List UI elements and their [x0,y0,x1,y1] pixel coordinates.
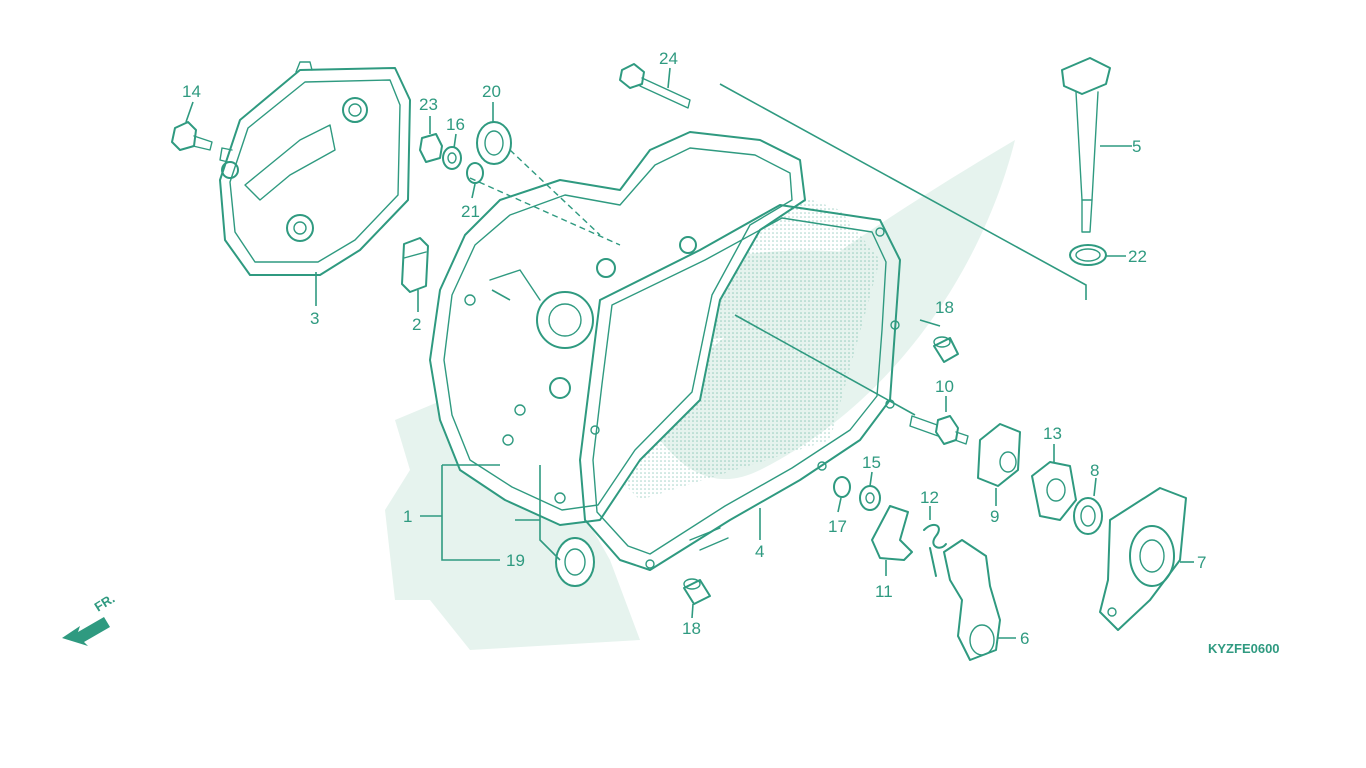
part-6-shift-arm [943,539,1001,661]
callout-4: 4 [755,542,764,561]
callout-8: 8 [1090,461,1099,480]
callout-14: 14 [182,82,201,101]
diagram-code: KYZFE0600 [1208,641,1280,656]
callout-24: 24 [659,49,678,68]
callout-18-upper: 18 [935,298,954,317]
callout-3: 3 [310,309,319,328]
part-15-washer [859,485,881,511]
callout-17: 17 [828,517,847,536]
part-9-plate [977,423,1021,487]
part-5-dipstick [1061,57,1111,233]
part-10-bolt [909,415,969,445]
callout-15: 15 [862,453,881,472]
part-12-spring [923,523,947,577]
callout-19: 19 [506,551,525,570]
callout-12: 12 [920,488,939,507]
callouts: 1 2 3 4 5 6 7 8 9 10 11 12 13 14 15 16 1… [182,49,1206,648]
front-direction-arrow: FR. [62,591,117,646]
part-11-stopper [871,505,913,561]
part-3-cover [219,61,411,276]
part-13-holder [1031,461,1077,521]
callout-16: 16 [446,115,465,134]
callout-21: 21 [461,202,480,221]
front-direction-label: FR. [92,591,118,615]
callout-2: 2 [412,315,421,334]
part-8-oring [1073,497,1103,535]
callout-7: 7 [1197,553,1206,572]
callout-13: 13 [1043,424,1062,443]
callout-20: 20 [482,82,501,101]
part-4-gasket [579,204,901,571]
part-14-bolt [171,121,213,151]
part-18-dowel-upper [933,336,959,363]
callout-9: 9 [990,507,999,526]
part-23-nut [419,133,443,163]
callout-10: 10 [935,377,954,396]
callout-18-lower: 18 [682,619,701,638]
callout-5: 5 [1132,137,1141,156]
callout-11: 11 [875,582,893,601]
callout-1: 1 [403,507,412,526]
part-24-bolt [619,63,691,109]
callout-23: 23 [419,95,438,114]
part-22-oring [1069,244,1107,266]
part-18-dowel-lower [683,578,711,605]
part-1-crankcase-cover [429,131,880,526]
callout-22: 22 [1128,247,1147,266]
part-20-bearing [476,121,512,165]
part-16-washer [442,146,462,170]
part-19-oil-seal [555,537,595,587]
callout-6: 6 [1020,629,1029,648]
part-7-outer-cover [1099,487,1187,631]
part-17-clip [833,476,851,498]
leader-lines [185,67,1194,639]
part-2-guide [401,237,429,293]
